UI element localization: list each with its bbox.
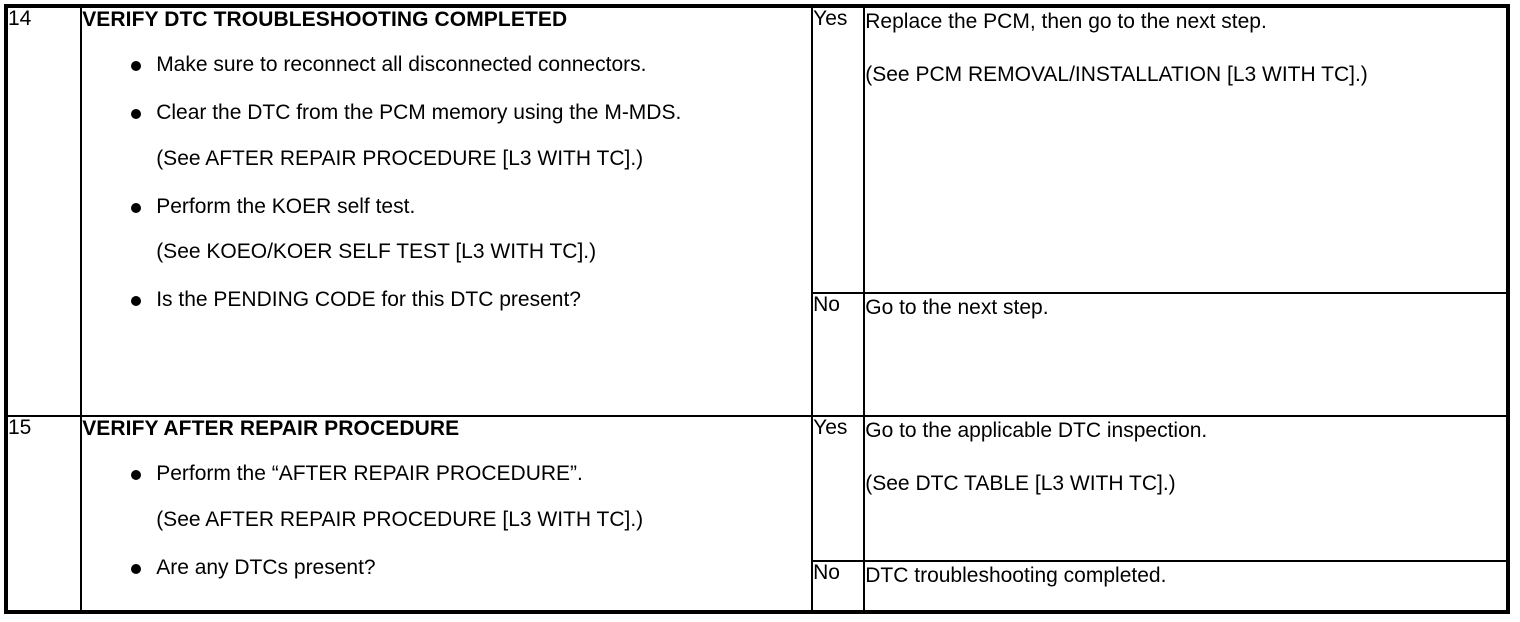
action-title-15: VERIFY AFTER REPAIR PROCEDURE <box>82 417 460 440</box>
result-action-no-14: Go to the next step. <box>864 293 1508 417</box>
step-number-15: 15 <box>6 416 83 612</box>
list-item-text: Are any DTCs present? <box>156 555 376 579</box>
list-item: Is the PENDING CODE for this DTC present… <box>82 285 811 315</box>
result-action-yes-15: Go to the applicable DTC inspection. (Se… <box>864 416 1508 562</box>
result-label-no-15: No <box>812 561 866 612</box>
table-row: 14 VERIFY DTC TROUBLESHOOTING COMPLETED … <box>6 6 1508 417</box>
list-note: (See AFTER REPAIR PROCEDURE [L3 WITH TC]… <box>82 505 811 535</box>
result-line: Go to the next step. <box>865 296 1049 319</box>
result-line: Replace the PCM, then go to the next ste… <box>865 10 1267 33</box>
result-line: Go to the applicable DTC inspection. <box>865 419 1208 442</box>
list-item-text: Perform the “AFTER REPAIR PROCEDURE”. <box>156 462 583 486</box>
step-number-14: 14 <box>6 6 83 417</box>
result-line: (See DTC TABLE [L3 WITH TC].) <box>865 472 1176 496</box>
list-note: (See AFTER REPAIR PROCEDURE [L3 WITH TC]… <box>82 144 811 174</box>
list-item-text: Clear the DTC from the PCM memory using … <box>156 100 682 124</box>
list-item: Make sure to reconnect all disconnected … <box>82 50 811 80</box>
table-row: No Go to the next step. <box>6 293 1508 417</box>
list-note: (See KOEO/KOER SELF TEST [L3 WITH TC].) <box>82 237 811 267</box>
table-row: 15 VERIFY AFTER REPAIR PROCEDURE Perform… <box>6 416 1508 612</box>
result-action-no-15: DTC troubleshooting completed. <box>864 561 1508 612</box>
result-line: DTC troubleshooting completed. <box>865 564 1167 587</box>
list-note-text: (See AFTER REPAIR PROCEDURE [L3 WITH TC]… <box>156 146 644 170</box>
list-item: Perform the KOER self test. <box>82 192 811 222</box>
list-item: Perform the “AFTER REPAIR PROCEDURE”. <box>82 459 811 489</box>
action-list-14: Make sure to reconnect all disconnected … <box>82 50 811 315</box>
list-note-text: (See AFTER REPAIR PROCEDURE [L3 WITH TC]… <box>156 507 644 531</box>
list-item-text: Perform the KOER self test. <box>156 194 416 218</box>
action-cell-14: VERIFY DTC TROUBLESHOOTING COMPLETED Mak… <box>81 6 814 417</box>
action-list-15: Perform the “AFTER REPAIR PROCEDURE”. (S… <box>82 459 811 582</box>
result-label-yes-14: Yes <box>812 6 866 294</box>
list-item: Are any DTCs present? <box>82 553 811 583</box>
result-label-yes-15: Yes <box>812 416 866 562</box>
list-item-text: Make sure to reconnect all disconnected … <box>156 53 647 77</box>
list-note-text: (See KOEO/KOER SELF TEST [L3 WITH TC].) <box>156 240 597 264</box>
result-label-no-14: No <box>812 293 866 417</box>
result-action-yes-14: Replace the PCM, then go to the next ste… <box>864 6 1508 294</box>
list-item: Clear the DTC from the PCM memory using … <box>82 98 811 128</box>
list-item-text: Is the PENDING CODE for this DTC present… <box>156 288 581 312</box>
table-row: No DTC troubleshooting completed. <box>6 561 1508 612</box>
dtc-troubleshooting-table: 14 VERIFY DTC TROUBLESHOOTING COMPLETED … <box>4 4 1510 614</box>
result-line: (See PCM REMOVAL/INSTALLATION [L3 WITH T… <box>865 63 1368 87</box>
action-cell-15: VERIFY AFTER REPAIR PROCEDURE Perform th… <box>81 416 814 612</box>
action-title-14: VERIFY DTC TROUBLESHOOTING COMPLETED <box>82 8 568 31</box>
